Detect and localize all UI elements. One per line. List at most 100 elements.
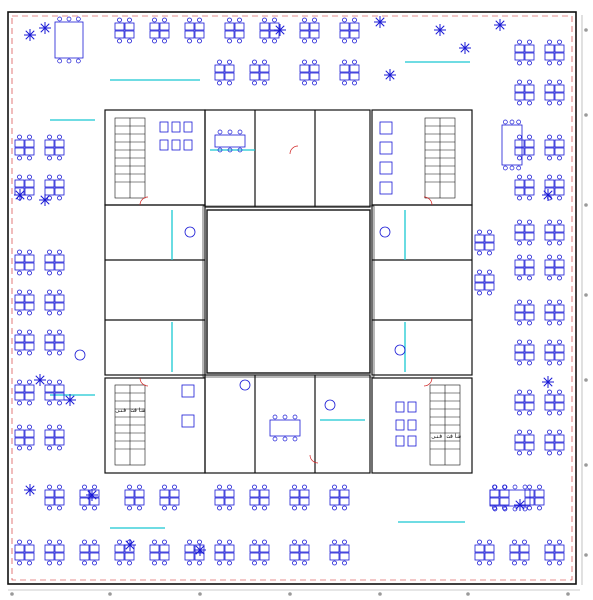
chair xyxy=(516,165,522,171)
desk-cluster xyxy=(339,59,360,86)
desk-cluster xyxy=(544,299,565,326)
chair xyxy=(502,484,508,490)
chair xyxy=(237,147,243,153)
chair xyxy=(282,436,288,442)
chair xyxy=(66,16,72,22)
desk-cluster xyxy=(509,539,530,566)
desk-cluster xyxy=(544,254,565,281)
chair xyxy=(502,119,508,125)
plant xyxy=(434,24,446,36)
plant xyxy=(34,374,46,386)
desk-cluster xyxy=(214,539,235,566)
plant xyxy=(24,29,36,41)
chair xyxy=(227,147,233,153)
meeting-table xyxy=(501,124,523,166)
desk-cluster xyxy=(249,484,270,511)
plant xyxy=(374,16,386,28)
desk-cluster xyxy=(114,17,135,44)
desk-cluster xyxy=(514,134,535,161)
core-walls xyxy=(104,109,473,474)
chair xyxy=(292,414,298,420)
door-swings xyxy=(139,145,433,464)
plant xyxy=(542,189,554,201)
chair xyxy=(502,506,508,512)
desk-cluster xyxy=(514,429,535,456)
chair xyxy=(57,16,63,22)
desk-cluster xyxy=(44,174,65,201)
desk-cluster xyxy=(514,389,535,416)
desk-cluster xyxy=(44,424,65,451)
desk-cluster xyxy=(14,424,35,451)
chair xyxy=(509,165,515,171)
chair xyxy=(509,119,515,125)
chair xyxy=(492,506,498,512)
chair xyxy=(217,129,223,135)
desk-cluster xyxy=(514,39,535,66)
plant xyxy=(274,24,286,36)
table-round xyxy=(184,226,196,238)
desk-cluster xyxy=(224,17,245,44)
table-round xyxy=(239,379,251,391)
atrium-void xyxy=(202,205,375,378)
desk-cluster xyxy=(544,339,565,366)
desk-cluster xyxy=(214,59,235,86)
glass-partitions xyxy=(50,61,470,529)
chair xyxy=(502,165,508,171)
desk-cluster xyxy=(524,484,545,511)
desk-cluster xyxy=(514,339,535,366)
desk-cluster xyxy=(339,17,360,44)
desk-cluster xyxy=(289,484,310,511)
stair-core-sw xyxy=(114,384,146,466)
desk-cluster xyxy=(544,539,565,566)
desk-cluster xyxy=(44,329,65,356)
plant xyxy=(64,394,76,406)
desk-cluster xyxy=(79,539,100,566)
desk-cluster xyxy=(14,379,35,406)
desk-cluster xyxy=(14,174,35,201)
desk-cluster xyxy=(544,429,565,456)
desk-cluster xyxy=(44,134,65,161)
table-round xyxy=(74,349,86,361)
meeting-table xyxy=(54,21,84,59)
desk-cluster xyxy=(44,289,65,316)
desk-cluster xyxy=(14,134,35,161)
desk-cluster xyxy=(184,17,205,44)
chair xyxy=(522,484,528,490)
desk-cluster xyxy=(214,484,235,511)
desk-cluster xyxy=(514,299,535,326)
desk-cluster xyxy=(44,484,65,511)
chair xyxy=(492,484,498,490)
desk-cluster xyxy=(544,219,565,246)
chair xyxy=(75,16,81,22)
desk-cluster xyxy=(514,79,535,106)
desk-cluster xyxy=(544,39,565,66)
plant xyxy=(542,376,554,388)
desk-cluster xyxy=(299,17,320,44)
plant xyxy=(459,42,471,54)
desk-cluster xyxy=(14,289,35,316)
chair xyxy=(272,436,278,442)
chair xyxy=(57,58,63,64)
desk-cluster xyxy=(259,17,280,44)
desk-cluster xyxy=(249,539,270,566)
desk-cluster xyxy=(14,249,35,276)
plant xyxy=(39,194,51,206)
chair xyxy=(512,484,518,490)
chair xyxy=(237,129,243,135)
desk-cluster xyxy=(44,249,65,276)
plant xyxy=(124,539,136,551)
desk-cluster xyxy=(474,229,495,256)
chair xyxy=(522,506,528,512)
desk-cluster xyxy=(159,484,180,511)
chair xyxy=(512,506,518,512)
desk-cluster xyxy=(329,539,350,566)
desk-cluster xyxy=(544,79,565,106)
desk-cluster xyxy=(44,379,65,406)
desk-cluster xyxy=(249,59,270,86)
column-grid xyxy=(8,15,588,596)
chair xyxy=(217,147,223,153)
desk-cluster xyxy=(329,484,350,511)
meeting-table xyxy=(214,134,246,148)
plant xyxy=(24,484,36,496)
table-round xyxy=(394,344,406,356)
